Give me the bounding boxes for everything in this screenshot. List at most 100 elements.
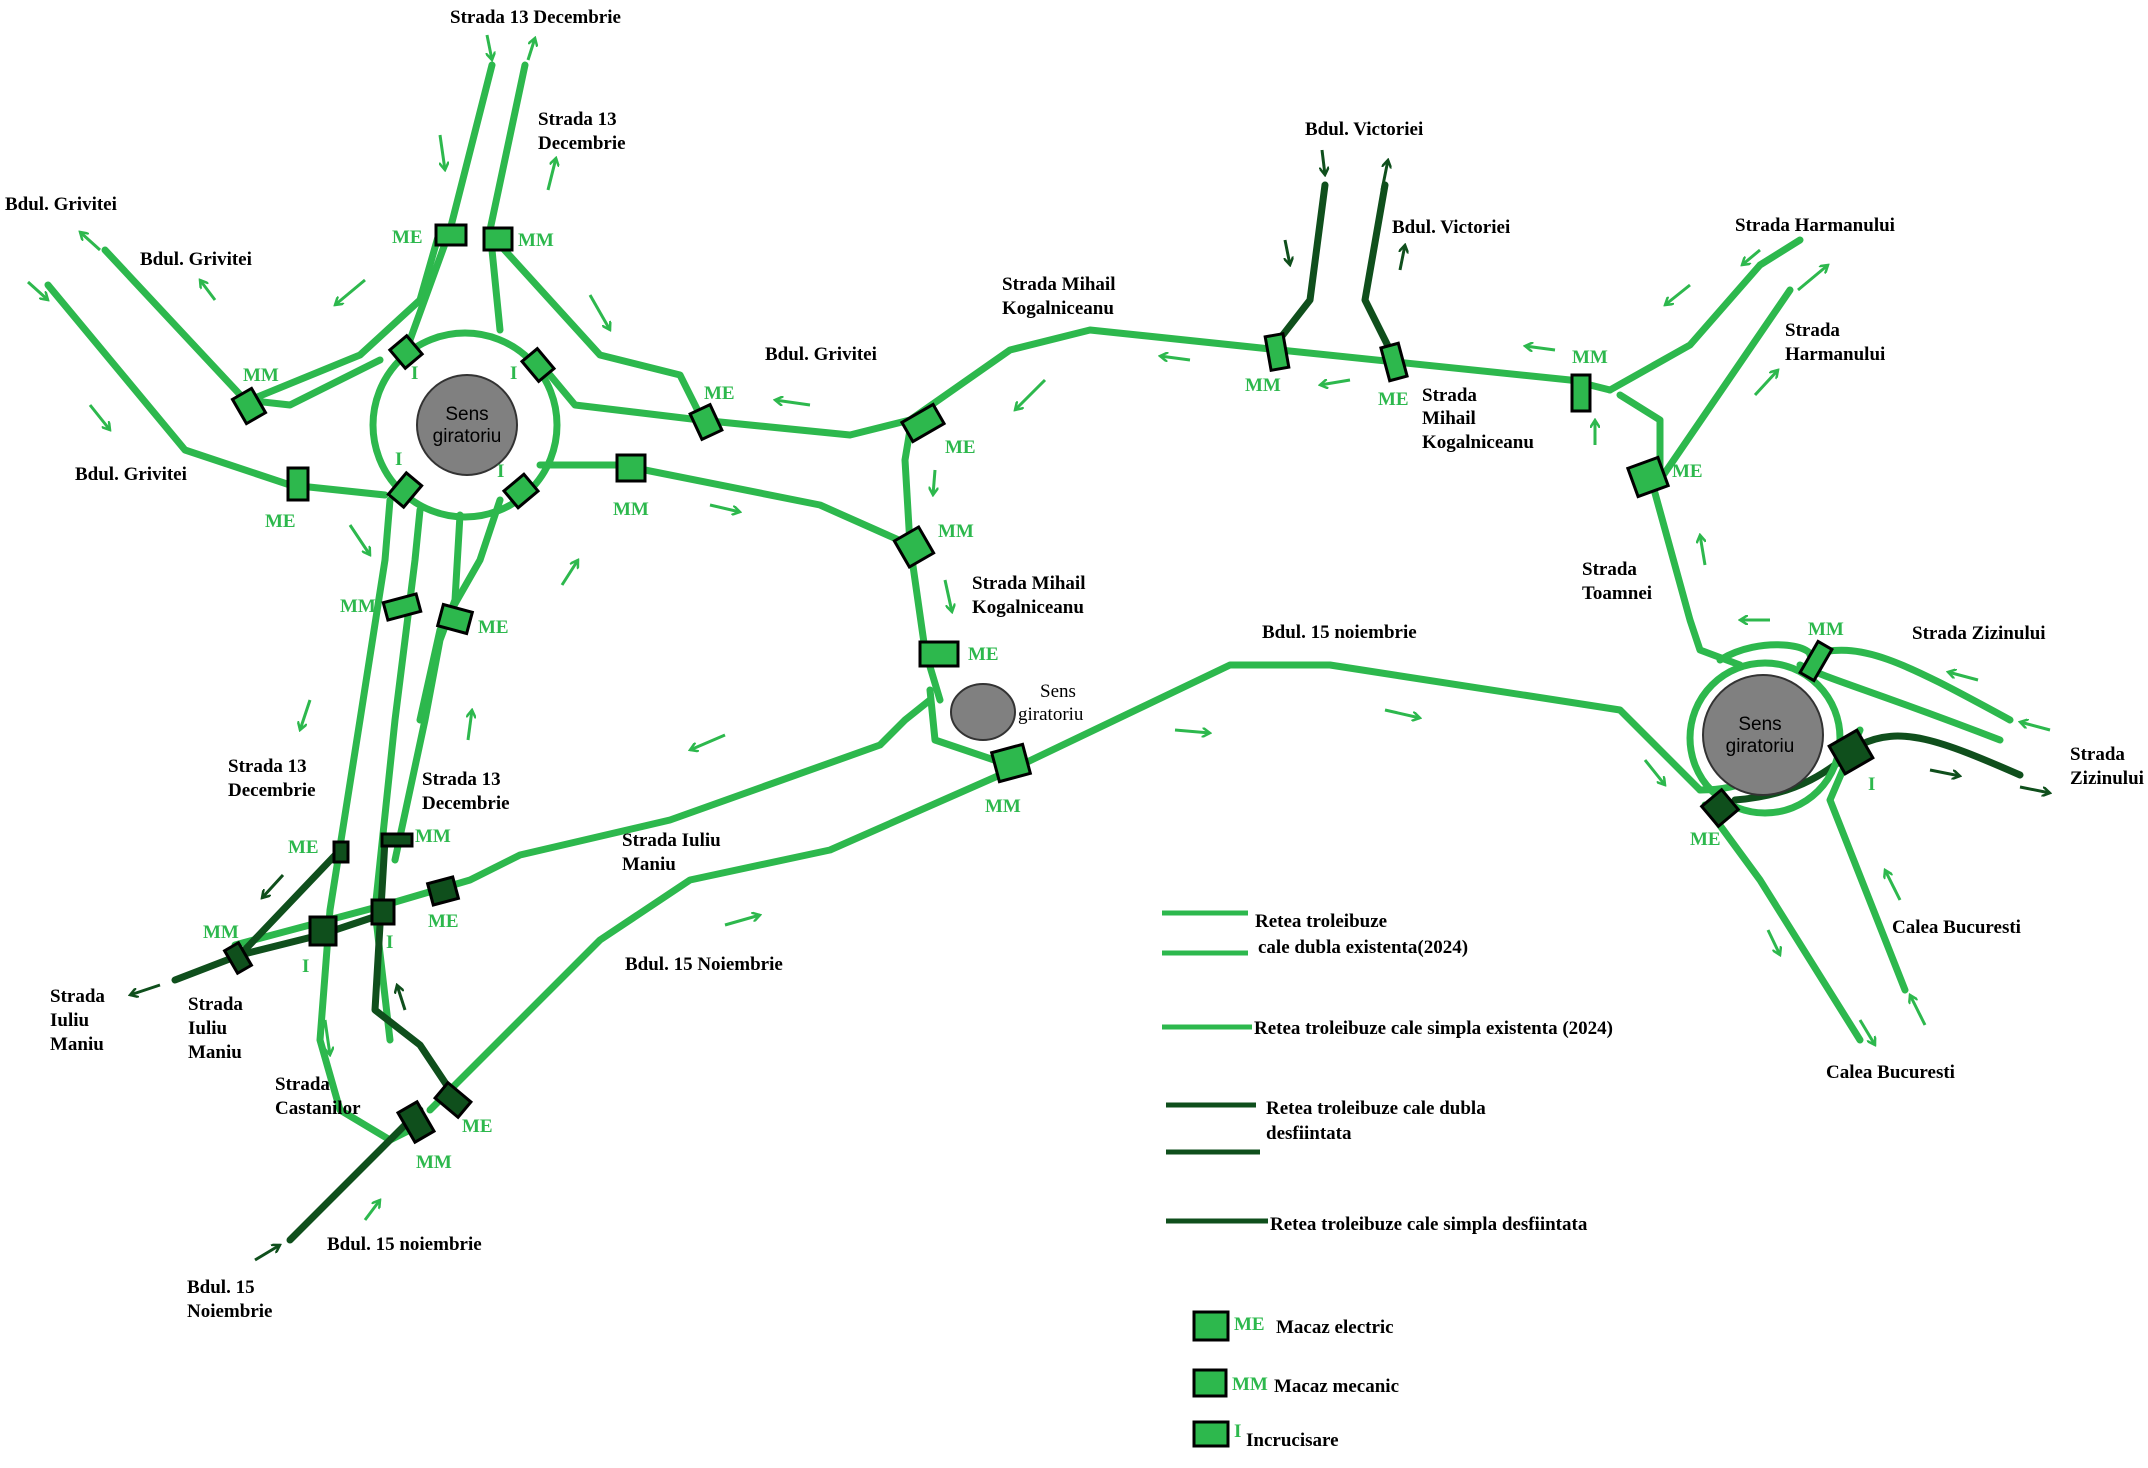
marker-13dec-low-me [332, 840, 350, 864]
label-iuliu-left-2: Iuliu [50, 1010, 90, 1031]
roundabout-main: Sens giratoriu [416, 374, 518, 476]
arrow-bd15-e1 [1174, 730, 1210, 733]
arrow-ring-ne [588, 294, 610, 330]
arrow-toamnei-up [1700, 535, 1707, 566]
removed-iuliu-branch [236, 846, 344, 959]
label-grivitei-far: Bdul. Grivitei [5, 194, 117, 215]
label-grivitei-left: Bdul. Grivitei [75, 464, 187, 485]
arrow-13dec-south2 [323, 1019, 330, 1055]
arrow-victoriei-a [1285, 239, 1290, 265]
arrow-13dec-l [438, 134, 445, 170]
arrow-iuliu-branch [262, 873, 285, 898]
line-13dec-north-b [486, 61, 529, 334]
legend-text: cale dubla existenta(2024) [1258, 937, 1468, 958]
arrow-grivitei-a [200, 280, 217, 301]
marker-castanilor-mm [395, 1099, 437, 1145]
code-mm: MM [415, 826, 451, 847]
legend-marker [1192, 1310, 1230, 1342]
line-iuliu-maniu [231, 696, 934, 949]
code-i: I [386, 932, 393, 953]
roundabout-east-circle [1702, 674, 1824, 796]
removed-13dec-branch [371, 836, 454, 1094]
arrow-ring-sw [348, 524, 370, 555]
marker-kog-mm [892, 524, 936, 570]
legend-code: MM [1232, 1374, 1268, 1395]
code-me: ME [1690, 829, 1721, 850]
roundabout-small-label-1: Sens [1040, 681, 1076, 702]
legend-text: Macaz electric [1276, 1317, 1394, 1338]
label-bd15-mid: Bdul. 15 noiembrie [1262, 622, 1417, 643]
code-i: I [510, 363, 517, 384]
arrow-harm-out2 [1753, 370, 1778, 397]
code-me: ME [945, 437, 976, 458]
arrow-iuliu-west [130, 983, 161, 995]
arrow-13dec-south [300, 699, 312, 730]
arrow-harm-in2 [1665, 283, 1691, 305]
code-i: I [411, 363, 418, 384]
legend-item-mm: MM Macaz mecanic [1192, 1368, 1399, 1398]
label-iuliu-left-1: Strada [50, 986, 105, 1007]
arrow-zizin-out [1929, 768, 1960, 776]
code-me: ME [265, 511, 296, 532]
label-kog-mid-1: Strada Mihail [972, 573, 1085, 594]
arrow-kog-2 [1320, 378, 1351, 385]
label-zizin-1: Strada Zizinului [1912, 623, 2046, 644]
code-me: ME [478, 617, 509, 638]
marker-ring-e-me [688, 402, 724, 442]
label-iuliu-mid-1: Strada Iuliu [622, 830, 721, 851]
label-kog-top-1: Strada Mihail [1002, 274, 1115, 295]
marker-small-mm [989, 742, 1033, 784]
legend-item-single-existing: Retea troleibuze cale simpla existenta (… [1162, 1018, 1613, 1039]
line-small-roundabout-approach [926, 686, 1004, 766]
marker-13dec-me [434, 223, 468, 247]
label-grivitei-east: Bdul. Grivitei [765, 344, 877, 365]
line-ring-east-to-kog [496, 241, 704, 419]
code-me: ME [1672, 461, 1703, 482]
arrow-calea-out [1766, 929, 1780, 955]
roundabout-main-circle [416, 374, 518, 476]
marker-east-me [1699, 787, 1741, 829]
arrow-iuliu-w [690, 733, 726, 750]
arrow-calea-in2 [1910, 995, 1927, 1026]
label-iuliu-mid-2: Maniu [622, 854, 676, 875]
label-toamnei-2: Toamnei [1582, 583, 1652, 604]
label-iuliu-left2-1: Strada [188, 994, 243, 1015]
legend-item-single-removed: Retea troleibuze cale simpla desfiintata [1166, 1214, 1588, 1235]
legend: Retea troleibuze cale dubla existenta(20… [1162, 910, 1613, 1451]
code-mm: MM [416, 1152, 452, 1173]
arrow-kog-top [1015, 378, 1047, 410]
arrow-13dec-branch [397, 985, 407, 1011]
legend-text: Retea troleibuze [1255, 911, 1387, 932]
label-13dec-lr-2: Decembrie [422, 793, 510, 814]
junction-markers [222, 223, 1875, 1145]
label-bd15-corner-1: Bdul. 15 [187, 1277, 255, 1298]
arrow-kog-down [933, 469, 935, 495]
legend-marker [1192, 1420, 1230, 1448]
code-i: I [302, 956, 309, 977]
legend-text: Macaz mecanic [1274, 1376, 1399, 1397]
main-roundabout-ring [369, 329, 561, 521]
removed-bd15-south [286, 1106, 424, 1244]
removed-victoriei-b [1361, 181, 1394, 354]
legend-text: Retea troleibuze cale simpla existenta (… [1254, 1018, 1613, 1039]
code-i: I [497, 461, 504, 482]
label-victoriei-in: Bdul. Victoriei [1305, 119, 1423, 140]
legend-text: Retea troleibuze cale dubla [1266, 1098, 1486, 1119]
arrow-grivitei-in [26, 280, 48, 300]
label-bd15-low: Bdul. 15 Noiembrie [625, 954, 783, 975]
roundabout-small-label-2: giratoriu [1018, 704, 1084, 725]
legend-text: desfiintata [1266, 1123, 1352, 1144]
label-kog-mid-2: Kogalniceanu [972, 597, 1084, 618]
line-ring-se [536, 461, 914, 549]
marker-kog-me [899, 402, 947, 444]
code-me: ME [392, 227, 423, 248]
code-mm: MM [518, 230, 554, 251]
marker-ring-sw-i [386, 470, 424, 510]
label-13dec-right-2: Decembrie [538, 133, 626, 154]
label-bd15-corner-2: Noiembrie [187, 1301, 272, 1322]
label-victoriei-out: Bdul. Victoriei [1392, 217, 1510, 238]
label-bd15-bottom: Bdul. 15 noiembrie [327, 1234, 482, 1255]
label-harm-2-2: Harmanului [1785, 344, 1885, 365]
arrow-grivitei-east [775, 400, 811, 407]
